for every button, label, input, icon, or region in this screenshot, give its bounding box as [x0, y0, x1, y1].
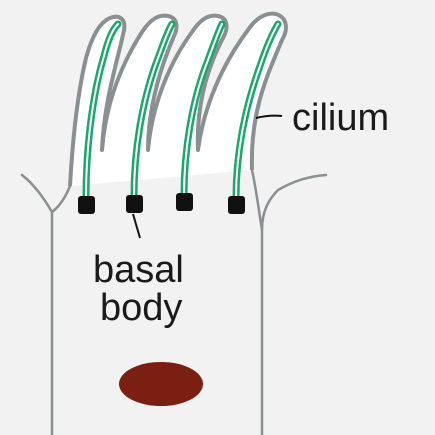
- basal-body-label-line2: body: [100, 287, 182, 329]
- basal-body-3: [176, 193, 193, 211]
- nucleus: [119, 362, 203, 406]
- basal-body-4: [228, 196, 245, 214]
- basal-body-2: [126, 195, 143, 213]
- basal-body-label-line1: basal: [93, 249, 184, 291]
- cilium-label: cilium: [292, 97, 389, 139]
- basal-body-1: [78, 196, 95, 214]
